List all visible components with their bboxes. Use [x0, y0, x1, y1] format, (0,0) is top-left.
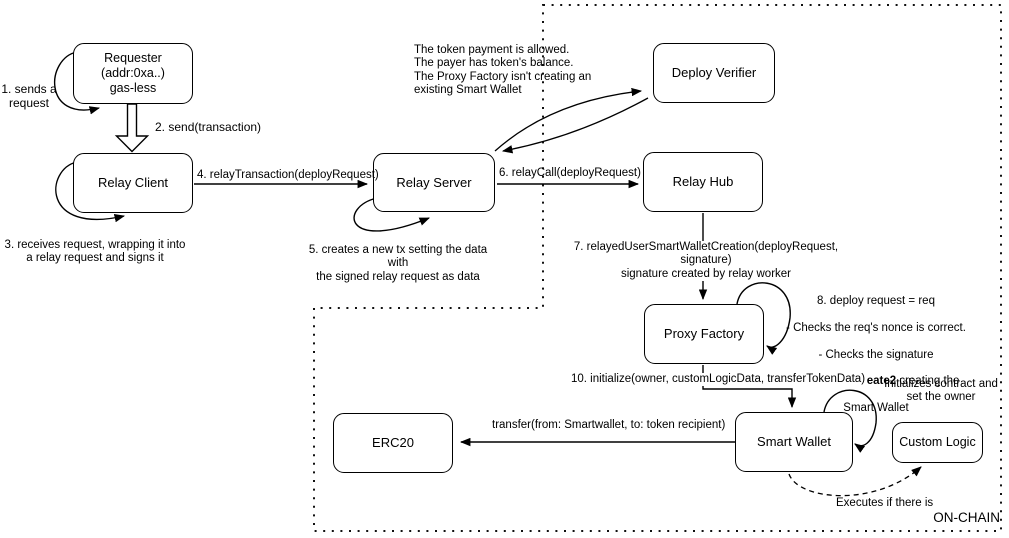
node-erc20: ERC20 [333, 413, 453, 473]
label-step2-send-transaction: 2. send(transaction) [155, 120, 262, 134]
node-proxy-factory: Proxy Factory [644, 304, 764, 364]
label-step5-creates-new-tx: 5. creates a new tx setting the data wit… [308, 244, 488, 283]
arrow-deploy-verifier-to-relay-server [501, 97, 649, 154]
label-executes-if-there-is: Executes if there is [836, 497, 934, 509]
self-loop-relay-client [55, 161, 126, 223]
label-step4-relay-transaction: 4. relayTransaction(deployRequest) [197, 169, 379, 181]
node-deploy-verifier: Deploy Verifier [653, 43, 775, 103]
label-initializes-contract-note: Initializes contract and set the owner [884, 378, 998, 404]
label-step1-sends-request: 1. sends a request [1, 82, 57, 110]
label-step10-initialize: 10. initialize(owner, customLogicData, t… [569, 373, 868, 387]
label-step3-receives-request: 3. receives request, wrapping it into a … [4, 239, 186, 265]
node-smart-wallet: Smart Wallet [735, 412, 853, 472]
arrow-send-transaction [114, 103, 150, 153]
self-loop-requester [53, 51, 101, 115]
self-loop-smart-wallet [823, 389, 877, 453]
label-step8-line3: - Checks the signature [818, 348, 934, 361]
label-step8-9-proxy-factory-note: 8. deploy request = req - Checks the req… [786, 282, 966, 429]
node-relay-client: Relay Client [73, 153, 193, 213]
label-deploy-verifier-note: The token payment is allowed. The payer … [414, 44, 592, 96]
label-step6-relay-call: 6. relayCall(deployRequest) [499, 167, 641, 179]
label-step9-line2: Smart Wallet [843, 401, 909, 414]
label-transfer-call: transfer(from: Smartwallet, to: token re… [492, 419, 726, 431]
label-onchain-region: ON-CHAIN [933, 510, 1000, 525]
label-step8-line2: - Checks the req's nonce is correct. [786, 321, 966, 334]
label-step7-relayed-wallet-creation: 7. relayedUserSmartWalletCreation(deploy… [551, 241, 861, 281]
label-step8-line1: 8. deploy request = req [817, 295, 935, 308]
self-loop-relay-server [353, 197, 430, 232]
node-relay-hub: Relay Hub [643, 152, 763, 212]
arrow-relay-server-to-deploy-verifier [494, 87, 643, 152]
node-custom-logic: Custom Logic [892, 422, 983, 463]
arrow-smart-wallet-to-custom-logic [788, 466, 922, 497]
node-relay-server: Relay Server [373, 153, 495, 212]
self-loop-proxy-factory [736, 282, 791, 355]
node-requester: Requester (addr:0xa..) gas-less [73, 43, 193, 104]
